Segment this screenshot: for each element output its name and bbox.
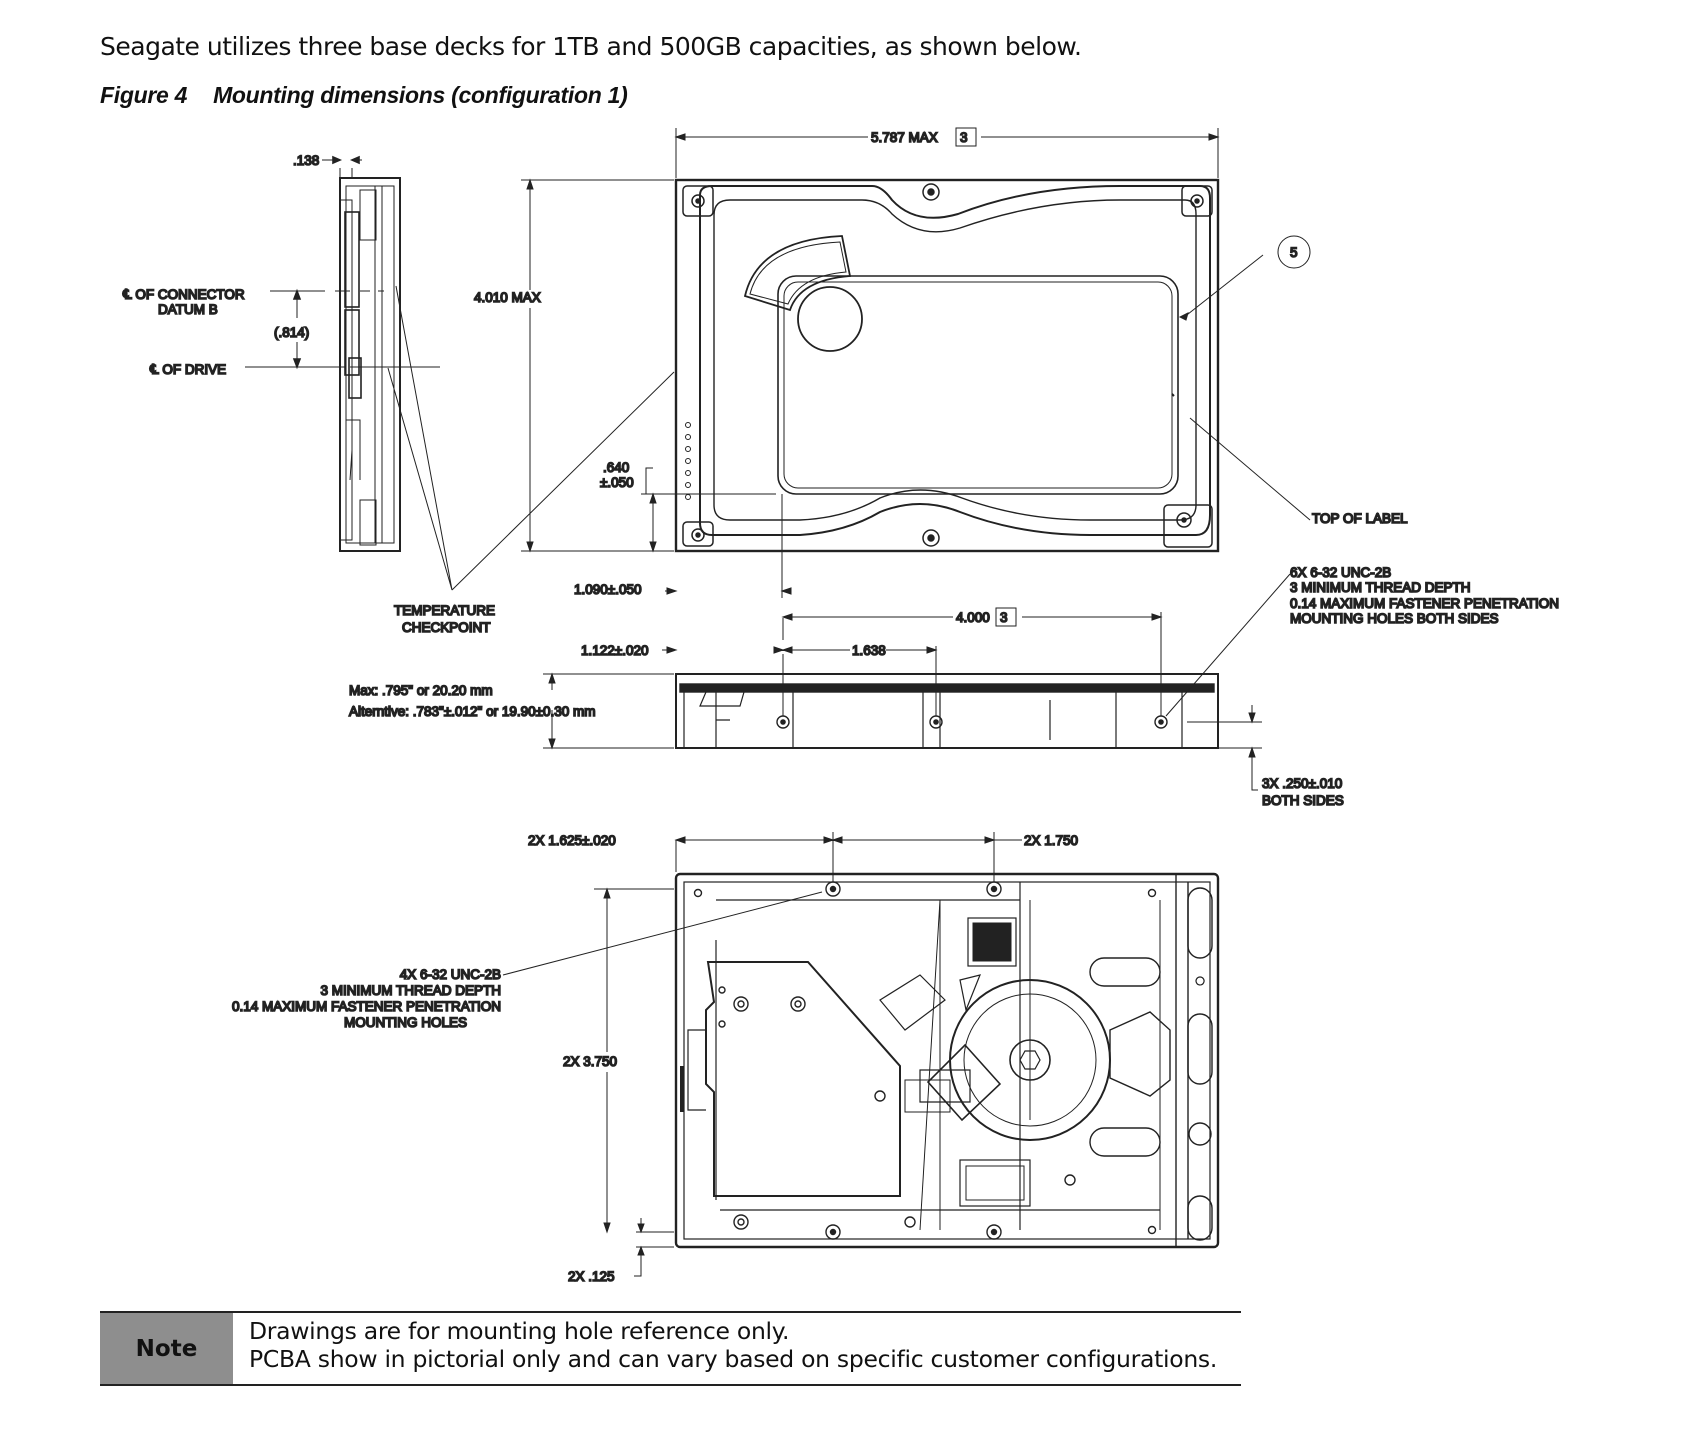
dim-1625: 2X 1.625±.020 bbox=[528, 833, 616, 848]
side-view-drawing bbox=[245, 155, 440, 552]
datum-b: DATUM B bbox=[158, 302, 218, 317]
note-label: Note bbox=[100, 1313, 233, 1384]
centerline-connector: ℄ OF CONNECTOR bbox=[122, 287, 245, 302]
dim-5787: 5.787 MAX bbox=[871, 130, 938, 145]
bottom-holes-spec-1: 4X 6-32 UNC-2B bbox=[400, 967, 501, 982]
centerline-drive: ℄ OF DRIVE bbox=[149, 362, 226, 377]
dim-814: (.814) bbox=[274, 325, 309, 340]
dim-125: 2X .125 bbox=[568, 1269, 615, 1284]
dim-250: 3X .250±.010 bbox=[1262, 776, 1342, 791]
bottom-holes-spec-2: 3 MINIMUM THREAD DEPTH bbox=[320, 983, 501, 998]
bottom-holes-spec-4: MOUNTING HOLES bbox=[344, 1015, 467, 1030]
temperature-checkpoint-1: TEMPERATURE bbox=[394, 603, 495, 618]
side-holes-spec-3: 0.14 MAXIMUM FASTENER PENETRATION bbox=[1290, 596, 1559, 611]
top-of-label: TOP OF LABEL bbox=[1312, 511, 1408, 526]
side-elevation-drawing bbox=[675, 673, 1219, 749]
figure-number: Figure 4 bbox=[100, 82, 188, 108]
note-box: Note Drawings are for mounting hole refe… bbox=[100, 1311, 1241, 1386]
dim-3750: 2X 3.750 bbox=[563, 1054, 617, 1069]
dim-250-sides: BOTH SIDES bbox=[1262, 793, 1344, 808]
dim-1638: 1.638 bbox=[852, 643, 886, 658]
bottom-holes-spec-3: 0.14 MAXIMUM FASTENER PENETRATION bbox=[232, 999, 501, 1014]
dim-138: .138 bbox=[293, 153, 319, 168]
side-holes-spec-1: 6X 6-32 UNC-2B bbox=[1290, 565, 1391, 580]
bottom-view-drawing bbox=[674, 872, 1220, 1249]
dim-5787-ref: 3 bbox=[960, 130, 968, 145]
balloon-5: 5 bbox=[1290, 245, 1298, 260]
height-max: Max: .795" or 20.20 mm bbox=[349, 683, 493, 698]
top-view-drawing bbox=[674, 178, 1220, 553]
note-line-2: PCBA show in pictorial only and can vary… bbox=[249, 1345, 1218, 1373]
dim-1090: 1.090±.050 bbox=[574, 582, 641, 597]
height-alternative: Alterntive: .783"±.012" or 19.90±0.30 mm bbox=[349, 704, 596, 719]
note-line-1: Drawings are for mounting hole reference… bbox=[249, 1317, 790, 1345]
side-holes-spec-4: MOUNTING HOLES BOTH SIDES bbox=[1290, 611, 1499, 626]
dim-4000: 4.000 bbox=[956, 610, 990, 625]
dim-4000-ref: 3 bbox=[1000, 610, 1008, 625]
figure-title: Figure 4 Mounting dimensions (configurati… bbox=[100, 82, 628, 109]
figure-caption: Mounting dimensions (configuration 1) bbox=[213, 82, 628, 108]
note-body: Drawings are for mounting hole reference… bbox=[233, 1313, 1241, 1384]
temperature-checkpoint-2: CHECKPOINT bbox=[402, 620, 491, 635]
side-holes-spec-2: 3 MINIMUM THREAD DEPTH bbox=[1290, 580, 1471, 595]
dim-640-tolerance: ±.050 bbox=[600, 475, 634, 490]
dim-4010: 4.010 MAX bbox=[474, 290, 541, 305]
dim-640: .640 bbox=[603, 460, 629, 475]
dim-1750: 2X 1.750 bbox=[1024, 833, 1078, 848]
intro-text: Seagate utilizes three base decks for 1T… bbox=[100, 32, 1082, 61]
dim-1122: 1.122±.020 bbox=[581, 643, 648, 658]
